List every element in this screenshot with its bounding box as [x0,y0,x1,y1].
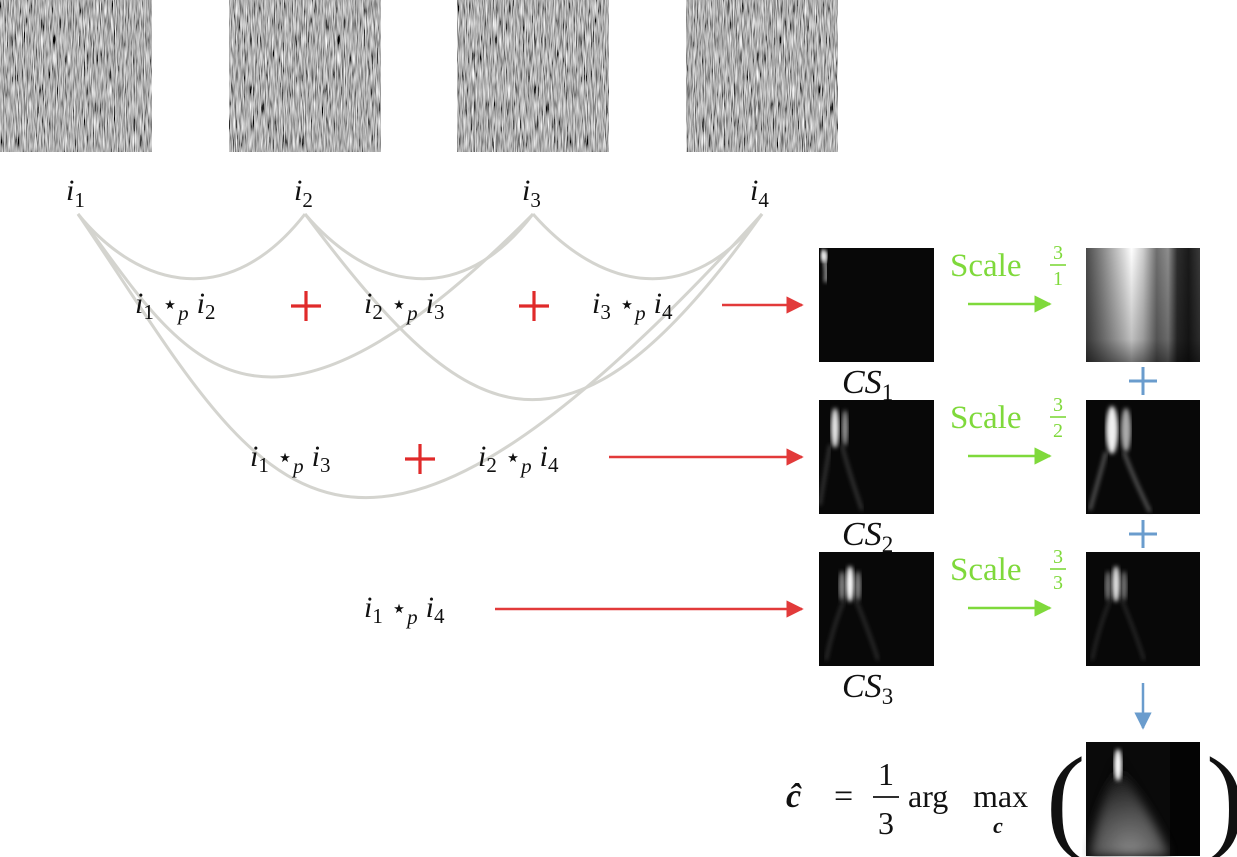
input-image-1 [0,0,152,152]
curve-1-2 [76,213,307,281]
input-image-4 [686,0,838,152]
cs-image-3 [819,552,934,666]
formula-arg: arg [908,778,948,814]
final-image [1086,742,1200,856]
svg-text:2: 2 [1053,420,1063,442]
cs-label-2: CS2 [842,516,893,557]
cs-label-3: CS3 [842,668,893,709]
input-label-3: i3 [522,174,541,212]
input-labels: i1 i2 i3 i4 [66,174,769,212]
formula-frac-num: 1 [878,756,894,792]
svg-text:3: 3 [1053,572,1063,594]
curve-2-3 [303,213,535,281]
red-arrows [495,296,804,618]
cs-label-1: CS1 [842,364,893,405]
cs-image-1 [819,248,934,362]
svg-text:3: 3 [1053,242,1063,264]
svg-text:3: 3 [1053,546,1063,568]
svg-text:1: 1 [1053,268,1063,290]
formula-frac-den: 3 [878,805,894,841]
svg-text:Scale: Scale [950,400,1021,436]
green-arrows [968,295,1052,617]
svg-text:Scale: Scale [950,248,1021,284]
scaled-image-3 [1086,552,1200,666]
formula-rparen: ) [1206,733,1237,857]
formula-lparen: ( [1046,733,1085,857]
red-plus-icon [519,291,549,321]
blue-plus-icon [1129,520,1157,548]
formula-max-sub: c [993,813,1003,838]
scale-label-3: Scale 3 3 [950,546,1066,594]
curve-1-4 [76,212,764,500]
red-plus-icon [291,291,321,321]
curve-1-3 [76,212,535,379]
scaled-image-2 [1086,400,1200,514]
scaled-image-1 [1086,248,1200,362]
svg-text:3: 3 [1053,394,1063,416]
formula-max: max [973,778,1028,814]
svg-text:Scale: Scale [950,552,1021,588]
curve-3-4 [531,213,764,281]
input-images [0,0,838,152]
cs-image-2 [819,400,934,514]
blue-plus-icon [1129,367,1157,395]
pair-curves [76,212,764,500]
input-label-2: i2 [294,174,313,212]
scale-label-1: Scale 3 1 [950,242,1066,290]
input-label-1: i1 [66,174,85,212]
input-image-2 [229,0,381,152]
input-label-4: i4 [750,174,769,212]
final-formula: ĉ = 1 3 arg max c ( ) [786,733,1237,857]
formula-equals: = [834,778,853,815]
curve-2-4 [303,213,764,402]
red-plus-icon [405,444,435,474]
input-image-3 [457,0,609,152]
scale-label-2: Scale 3 2 [950,394,1066,442]
formula-lhs: ĉ [786,778,802,815]
